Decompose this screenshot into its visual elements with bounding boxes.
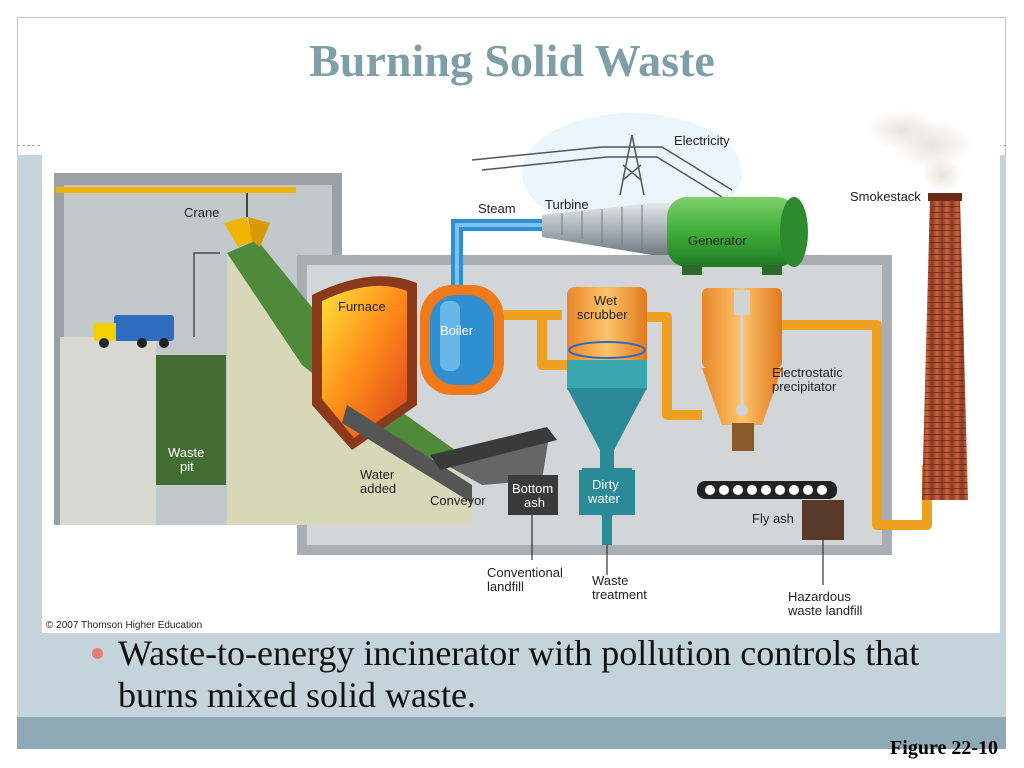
label-conventional-landfill-1: Conventional bbox=[487, 565, 563, 580]
label-waste-pit-1: Waste bbox=[168, 445, 204, 460]
garbage-truck-icon bbox=[94, 315, 174, 348]
copyright-notice: © 2007 Thomson Higher Education bbox=[46, 620, 202, 631]
label-dirty-water-2: water bbox=[587, 491, 620, 506]
footer-band bbox=[17, 717, 1006, 749]
label-waste-pit-2: pit bbox=[180, 459, 194, 474]
flue-gas-pipes bbox=[504, 310, 932, 530]
incinerator-diagram: Electricity Smokestack Crane Steam Turbi… bbox=[42, 105, 1000, 633]
label-wet-scrubber-2: scrubber bbox=[577, 307, 628, 322]
dirty-water-tank bbox=[579, 470, 635, 515]
label-crane: Crane bbox=[184, 205, 219, 220]
label-bottom-ash-2: ash bbox=[524, 495, 545, 510]
label-hazardous-landfill-1: Hazardous bbox=[788, 589, 851, 604]
steam-pipe-inner bbox=[455, 223, 542, 305]
furnace-grate bbox=[342, 405, 472, 503]
label-conveyor: Conveyor bbox=[430, 493, 486, 508]
slide-title: Burning Solid Waste bbox=[309, 35, 715, 86]
smoke-plume bbox=[867, 110, 972, 193]
label-water-added-1: Water bbox=[360, 467, 395, 482]
crane-arrow bbox=[193, 252, 220, 337]
label-furnace: Furnace bbox=[338, 299, 386, 314]
bullet-text: Waste-to-energy incinerator with polluti… bbox=[118, 633, 920, 715]
label-electrostatic-1: Electrostatic bbox=[772, 365, 843, 380]
waste-pit bbox=[156, 355, 226, 485]
label-hazardous-landfill-2: waste landfill bbox=[787, 603, 863, 618]
label-generator: Generator bbox=[688, 233, 747, 248]
bullet-dot bbox=[92, 648, 103, 659]
hazardous-ash-bin bbox=[802, 500, 844, 540]
turbine bbox=[542, 203, 672, 255]
fly-ash-conveyor bbox=[697, 481, 837, 499]
label-waste-treatment-2: treatment bbox=[592, 587, 647, 602]
conveyor bbox=[430, 427, 557, 470]
label-electricity: Electricity bbox=[674, 133, 730, 148]
power-tower-icon bbox=[471, 134, 733, 198]
smokestack bbox=[922, 193, 968, 500]
label-waste-treatment-1: Waste bbox=[592, 573, 628, 588]
generator bbox=[667, 197, 808, 275]
label-dirty-water-1: Dirty bbox=[592, 477, 619, 492]
figure-label: Figure 22-10 bbox=[890, 737, 998, 759]
label-wet-scrubber-1: Wet bbox=[594, 293, 617, 308]
boiler bbox=[420, 285, 504, 395]
bottom-ash-bin bbox=[508, 475, 558, 515]
label-steam: Steam bbox=[478, 201, 516, 216]
label-smokestack: Smokestack bbox=[850, 189, 921, 204]
crane-icon bbox=[224, 193, 270, 247]
furnace bbox=[312, 276, 417, 450]
label-turbine: Turbine bbox=[545, 197, 589, 212]
label-electrostatic-2: precipitator bbox=[772, 379, 837, 394]
label-conventional-landfill-2: landfill bbox=[487, 579, 524, 594]
turbine-fins bbox=[561, 205, 643, 251]
label-fly-ash: Fly ash bbox=[752, 511, 794, 526]
label-water-added-2: added bbox=[360, 481, 396, 496]
label-boiler: Boiler bbox=[440, 323, 474, 338]
label-bottom-ash-1: Bottom bbox=[512, 481, 553, 496]
electrostatic-precipitator bbox=[702, 288, 782, 451]
